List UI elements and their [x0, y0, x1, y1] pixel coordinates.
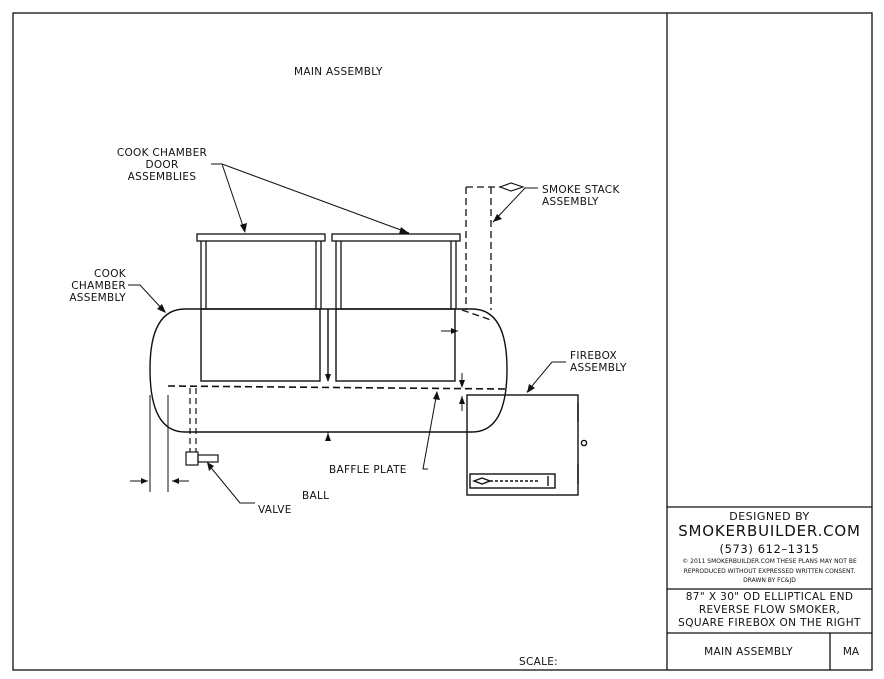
chamber-label-line2: CHAMBER: [71, 280, 126, 292]
copyright-line1: © 2011 SMOKERBUILDER.COM THESE PLANS MAY…: [682, 558, 857, 565]
firebox-label-line2: ASSEMBLY: [570, 362, 627, 374]
ball-valve: [185, 388, 219, 466]
chamber-label-line1: COOK: [94, 268, 126, 280]
stack-cap-icon: [498, 182, 525, 192]
door-assemblies: [196, 233, 461, 309]
description-line1: 87" X 30" OD ELLIPTICAL END: [685, 591, 854, 603]
cook-chamber: [149, 308, 508, 433]
smoke-stack: [461, 186, 500, 321]
door-label-line3: ASSEMBLIES: [127, 171, 197, 183]
door-assemblies-label: COOK CHAMBER DOOR ASSEMBLIES: [112, 147, 212, 183]
sheet-code: MA: [842, 646, 860, 658]
baffle-plate: [167, 385, 506, 390]
company-name: SMOKERBUILDER.COM: [678, 522, 861, 540]
sheet-title: MAIN ASSEMBLY: [704, 646, 793, 658]
firebox-label-line1: FIREBOX: [570, 350, 617, 362]
phone-number: (573) 612–1315: [719, 542, 820, 556]
valve-label: VALVE: [258, 504, 292, 516]
designed-by-label: DESIGNED BY: [729, 510, 810, 523]
firebox: [466, 394, 588, 496]
stack-label-line1: SMOKE STACK: [542, 184, 620, 196]
description-line2: REVERSE FLOW SMOKER,: [698, 604, 841, 616]
arrowheads: [141, 328, 465, 484]
chamber-label-line3: ASSEMBLY: [69, 292, 126, 304]
leader-lines: [128, 163, 566, 504]
door-label-line1: COOK CHAMBER: [116, 147, 208, 159]
drawing-title: MAIN ASSEMBLY: [294, 66, 383, 78]
copyright-line2: REPRODUCED WITHOUT EXPRESSED WRITTEN CON…: [683, 568, 856, 575]
sheet-border: [12, 12, 873, 671]
smoke-stack-label: SMOKE STACK ASSEMBLY: [542, 184, 620, 208]
ball-label: BALL: [302, 490, 330, 502]
leader-arrowheads: [157, 214, 535, 471]
dimension-lines: [130, 330, 463, 492]
scale-label: SCALE:: [519, 656, 559, 668]
cook-chamber-label: COOK CHAMBER ASSEMBLY: [60, 268, 126, 304]
stack-label-line2: ASSEMBLY: [542, 196, 599, 208]
description-line3: SQUARE FIREBOX ON THE RIGHT: [678, 617, 861, 629]
drawn-by: DRAWN BY FC&JD: [743, 577, 796, 584]
baffle-plate-label: BAFFLE PLATE: [329, 464, 407, 476]
firebox-label: FIREBOX ASSEMBLY: [570, 350, 627, 374]
door-label-line2: DOOR: [145, 159, 179, 171]
